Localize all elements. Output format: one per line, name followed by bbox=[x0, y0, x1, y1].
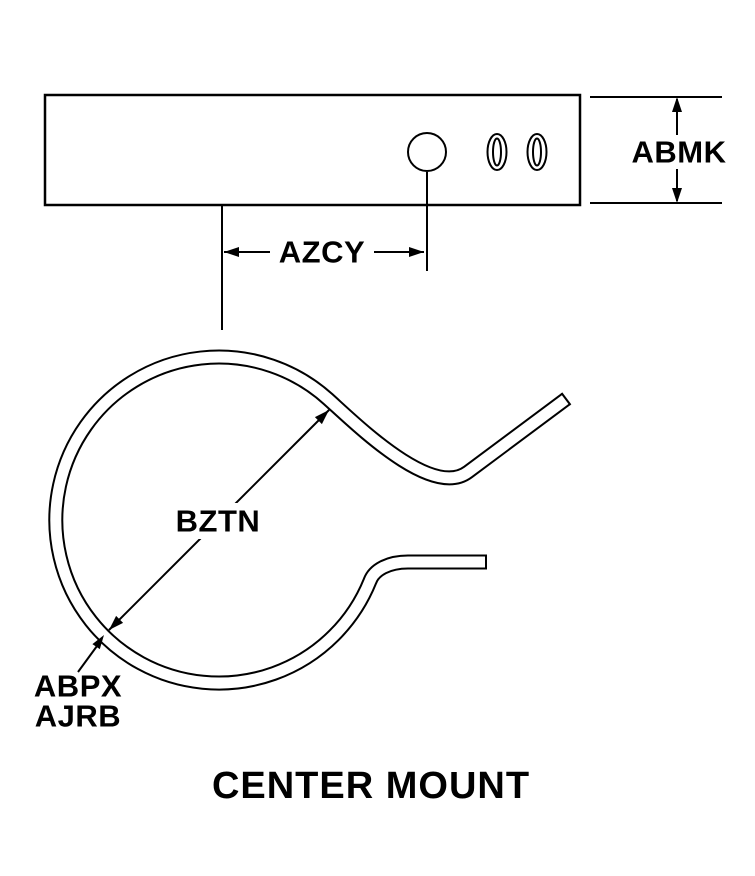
azcy-label-background bbox=[270, 236, 374, 268]
mounting-bar-group bbox=[43, 93, 582, 207]
bztn-dimension: BZTN bbox=[108, 409, 330, 631]
abpx-label: ABPX bbox=[34, 669, 122, 704]
azcy-label: AZCY bbox=[279, 235, 365, 270]
clamp-band-end-top bbox=[560, 392, 572, 406]
abmk-arrowhead-up bbox=[672, 97, 682, 112]
bztn-label: BZTN bbox=[176, 504, 261, 539]
abpx-ajrb-callout: ABPX AJRB bbox=[34, 635, 122, 734]
slot-hole-right-outer bbox=[526, 133, 548, 171]
slot-hole-left-inner bbox=[492, 137, 502, 167]
abmk-arrowhead-down bbox=[672, 188, 682, 203]
azcy-dimension: AZCY bbox=[221, 172, 428, 330]
abmk-dimension: ABMK bbox=[590, 96, 731, 204]
ajrb-label: AJRB bbox=[35, 699, 121, 734]
diagram-title: CENTER MOUNT bbox=[212, 765, 530, 807]
mounting-bar bbox=[43, 93, 582, 207]
bztn-arrowhead-upper bbox=[314, 410, 329, 425]
abmk-label: ABMK bbox=[632, 135, 727, 170]
clamp-band-inner-fill bbox=[50, 351, 570, 689]
bztn-arrowhead-lower bbox=[109, 615, 124, 630]
slot-hole-left-outer bbox=[486, 133, 508, 171]
slot-hole-right-inner bbox=[532, 137, 542, 167]
bztn-label-background bbox=[164, 503, 272, 539]
callout-arrowhead bbox=[92, 635, 104, 650]
center-hole bbox=[407, 132, 447, 172]
clamp-band-group bbox=[48, 349, 572, 691]
abmk-label-background bbox=[627, 135, 731, 169]
callout-leader-line bbox=[77, 645, 98, 673]
azcy-arrowhead-right bbox=[409, 247, 424, 257]
azcy-arrowhead-left bbox=[224, 247, 239, 257]
